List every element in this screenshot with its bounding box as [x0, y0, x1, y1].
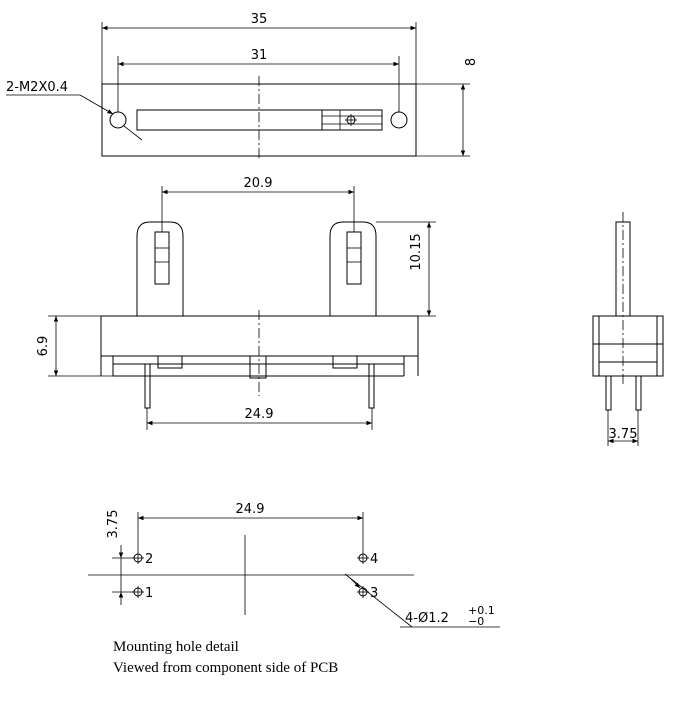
side-view: 3.75	[592, 212, 664, 446]
callout-hole-diameter: 4-Ø1.2	[405, 611, 449, 626]
hole-detail: 2 1 4 3 24.9 3.75	[88, 502, 500, 628]
note-line-1: Mounting hole detail	[113, 639, 239, 655]
tolerance-upper: +0.1	[468, 604, 495, 617]
top-view-slider	[321, 109, 383, 131]
hole-label-1: 1	[145, 586, 153, 601]
dim-row-pitch: 3.75	[106, 510, 121, 539]
hole-label-2: 2	[145, 552, 153, 567]
hole-label-4: 4	[370, 552, 378, 567]
tolerance-lower: −0	[468, 615, 484, 628]
top-view: 35 31 8 2-M2X0.4	[6, 12, 479, 160]
dim-post-height: 10.15	[409, 233, 424, 270]
dim-pin-pitch: 3.75	[609, 427, 638, 442]
dim-pin-spacing: 24.9	[245, 407, 274, 422]
callout-mount-thread: 2-M2X0.4	[6, 80, 68, 95]
front-view-body	[100, 315, 419, 357]
mount-hole-left	[109, 111, 127, 129]
hole-3: 3	[357, 586, 378, 601]
dim-hole-spacing-detail: 24.9	[236, 502, 265, 517]
dim-hole-spacing: 31	[251, 48, 268, 63]
left-post	[136, 221, 184, 316]
dim-post-spacing: 20.9	[244, 176, 273, 191]
mount-hole-right	[390, 111, 408, 129]
pin-right	[368, 363, 375, 409]
dim-body-height: 6.9	[36, 336, 51, 357]
hole-4: 4	[357, 552, 378, 567]
right-post	[329, 221, 377, 316]
note-line-2: Viewed from component side of PCB	[113, 660, 338, 676]
pin-left	[144, 363, 151, 409]
side-view-body	[592, 315, 664, 377]
side-pin-left	[605, 375, 612, 411]
hole-label-3: 3	[370, 586, 378, 601]
front-view: 20.9 10.15 6.9 24.9	[36, 176, 436, 430]
dim-top-height: 8	[464, 58, 479, 66]
dim-overall-width: 35	[251, 12, 268, 27]
side-pin-right	[635, 375, 642, 411]
hole-1: 1	[132, 586, 153, 601]
hole-2: 2	[132, 552, 153, 567]
